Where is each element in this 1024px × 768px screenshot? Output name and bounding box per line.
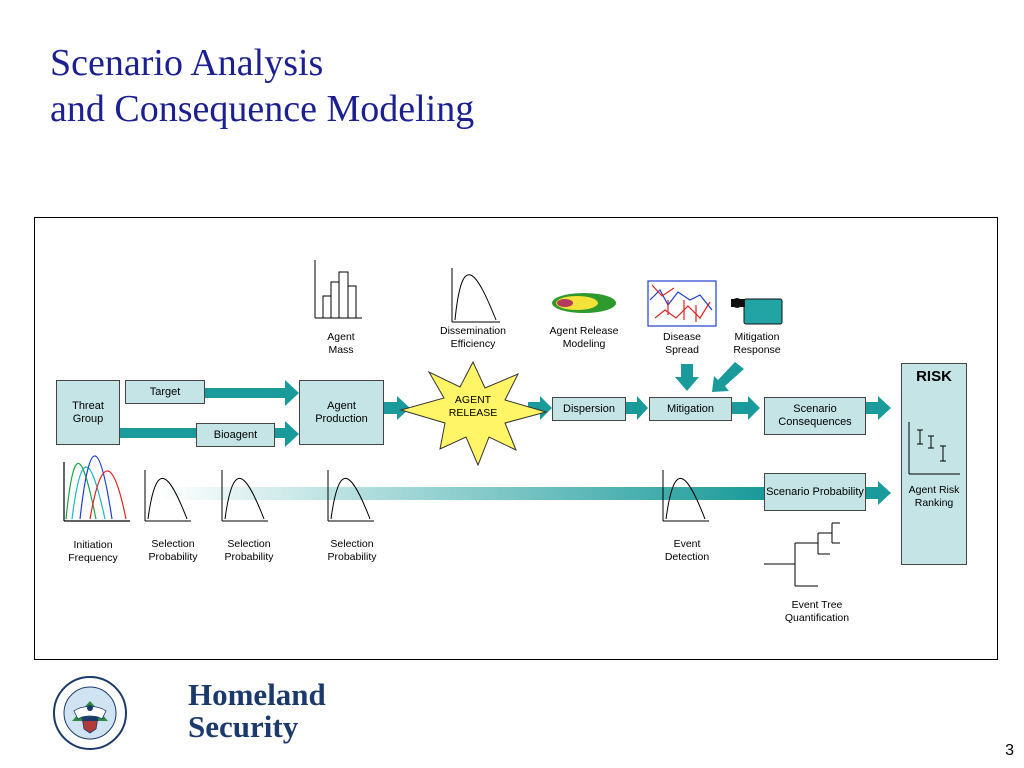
selection-probability-label-1: Selection Probability [148,538,198,563]
agent-mass-label: Agent Mass [327,331,355,356]
dissemination-efficiency-label: Dissemination Efficiency [440,325,506,350]
risk-ranking-icon [908,422,960,475]
arrow-production-to-release [384,396,410,420]
selection-curve-icons [144,470,709,522]
selection-probability-label-2: Selection Probability [224,538,274,563]
network-map-icon [647,280,717,327]
dispersion-box: Dispersion [552,397,626,421]
arrow-probability-to-risk [866,481,891,505]
logo-text-line-1: Homeland [188,677,326,712]
mitigation-box: Mitigation [649,397,732,421]
arrow-mitigation-to-consequences [732,396,760,420]
arrow-consequences-to-risk [866,396,891,420]
arrow-dispersion-to-mitigation [626,396,648,420]
event-detection-label: Event Detection [664,538,710,563]
diagram-frame [34,217,998,660]
bioagent-box: Bioagent [196,423,275,447]
target-box: Target [125,380,205,404]
agent-production-box: Agent Production [299,380,384,445]
distribution-curve-icon [451,268,500,323]
agent-release-star [399,360,548,467]
scenario-consequences-box: Scenario Consequences [764,397,866,435]
arrow-response-diagonal [712,362,744,392]
initiation-frequency-label: Initiation Frequency [68,539,118,564]
selection-probability-label-3: Selection Probability [327,538,377,563]
title-line-2: and Consequence Modeling [50,88,475,130]
mitigation-response-label: Mitigation Response [733,331,781,356]
faded-probability-arrow [160,487,764,500]
bar-histogram-icon [314,260,362,319]
arrow-bioagent-head [275,421,299,447]
logo-text-line-2: Security [188,709,299,744]
page-title: Scenario Analysis and Consequence Modeli… [50,40,474,132]
agent-release-label: AGENT RELEASE [448,394,498,419]
event-tree-icon [764,522,840,587]
event-tree-quantification-label: Event Tree Quantification [784,599,850,624]
dhs-seal-icon [53,676,127,750]
arrow-target-to-production [205,380,299,406]
title-line-1: Scenario Analysis [50,42,324,84]
scenario-probability-box: Scenario Probability [764,473,866,511]
threat-group-box: Threat Group [56,380,120,445]
ambulance-icon [731,298,783,325]
risk-label: Agent Risk Ranking [908,484,960,509]
agent-release-modeling-label: Agent Release Modeling [549,325,619,350]
page-number: 3 [1005,742,1014,759]
plume-icon [552,293,616,313]
arrow-disease-down [675,364,699,391]
risk-box: RISK Agent Risk Ranking [901,363,967,565]
arrow-bioagent-to-production [119,428,196,438]
disease-spread-label: Disease Spread [663,331,701,356]
risk-title: RISK [916,368,952,385]
initiation-frequency-icon [63,455,130,522]
